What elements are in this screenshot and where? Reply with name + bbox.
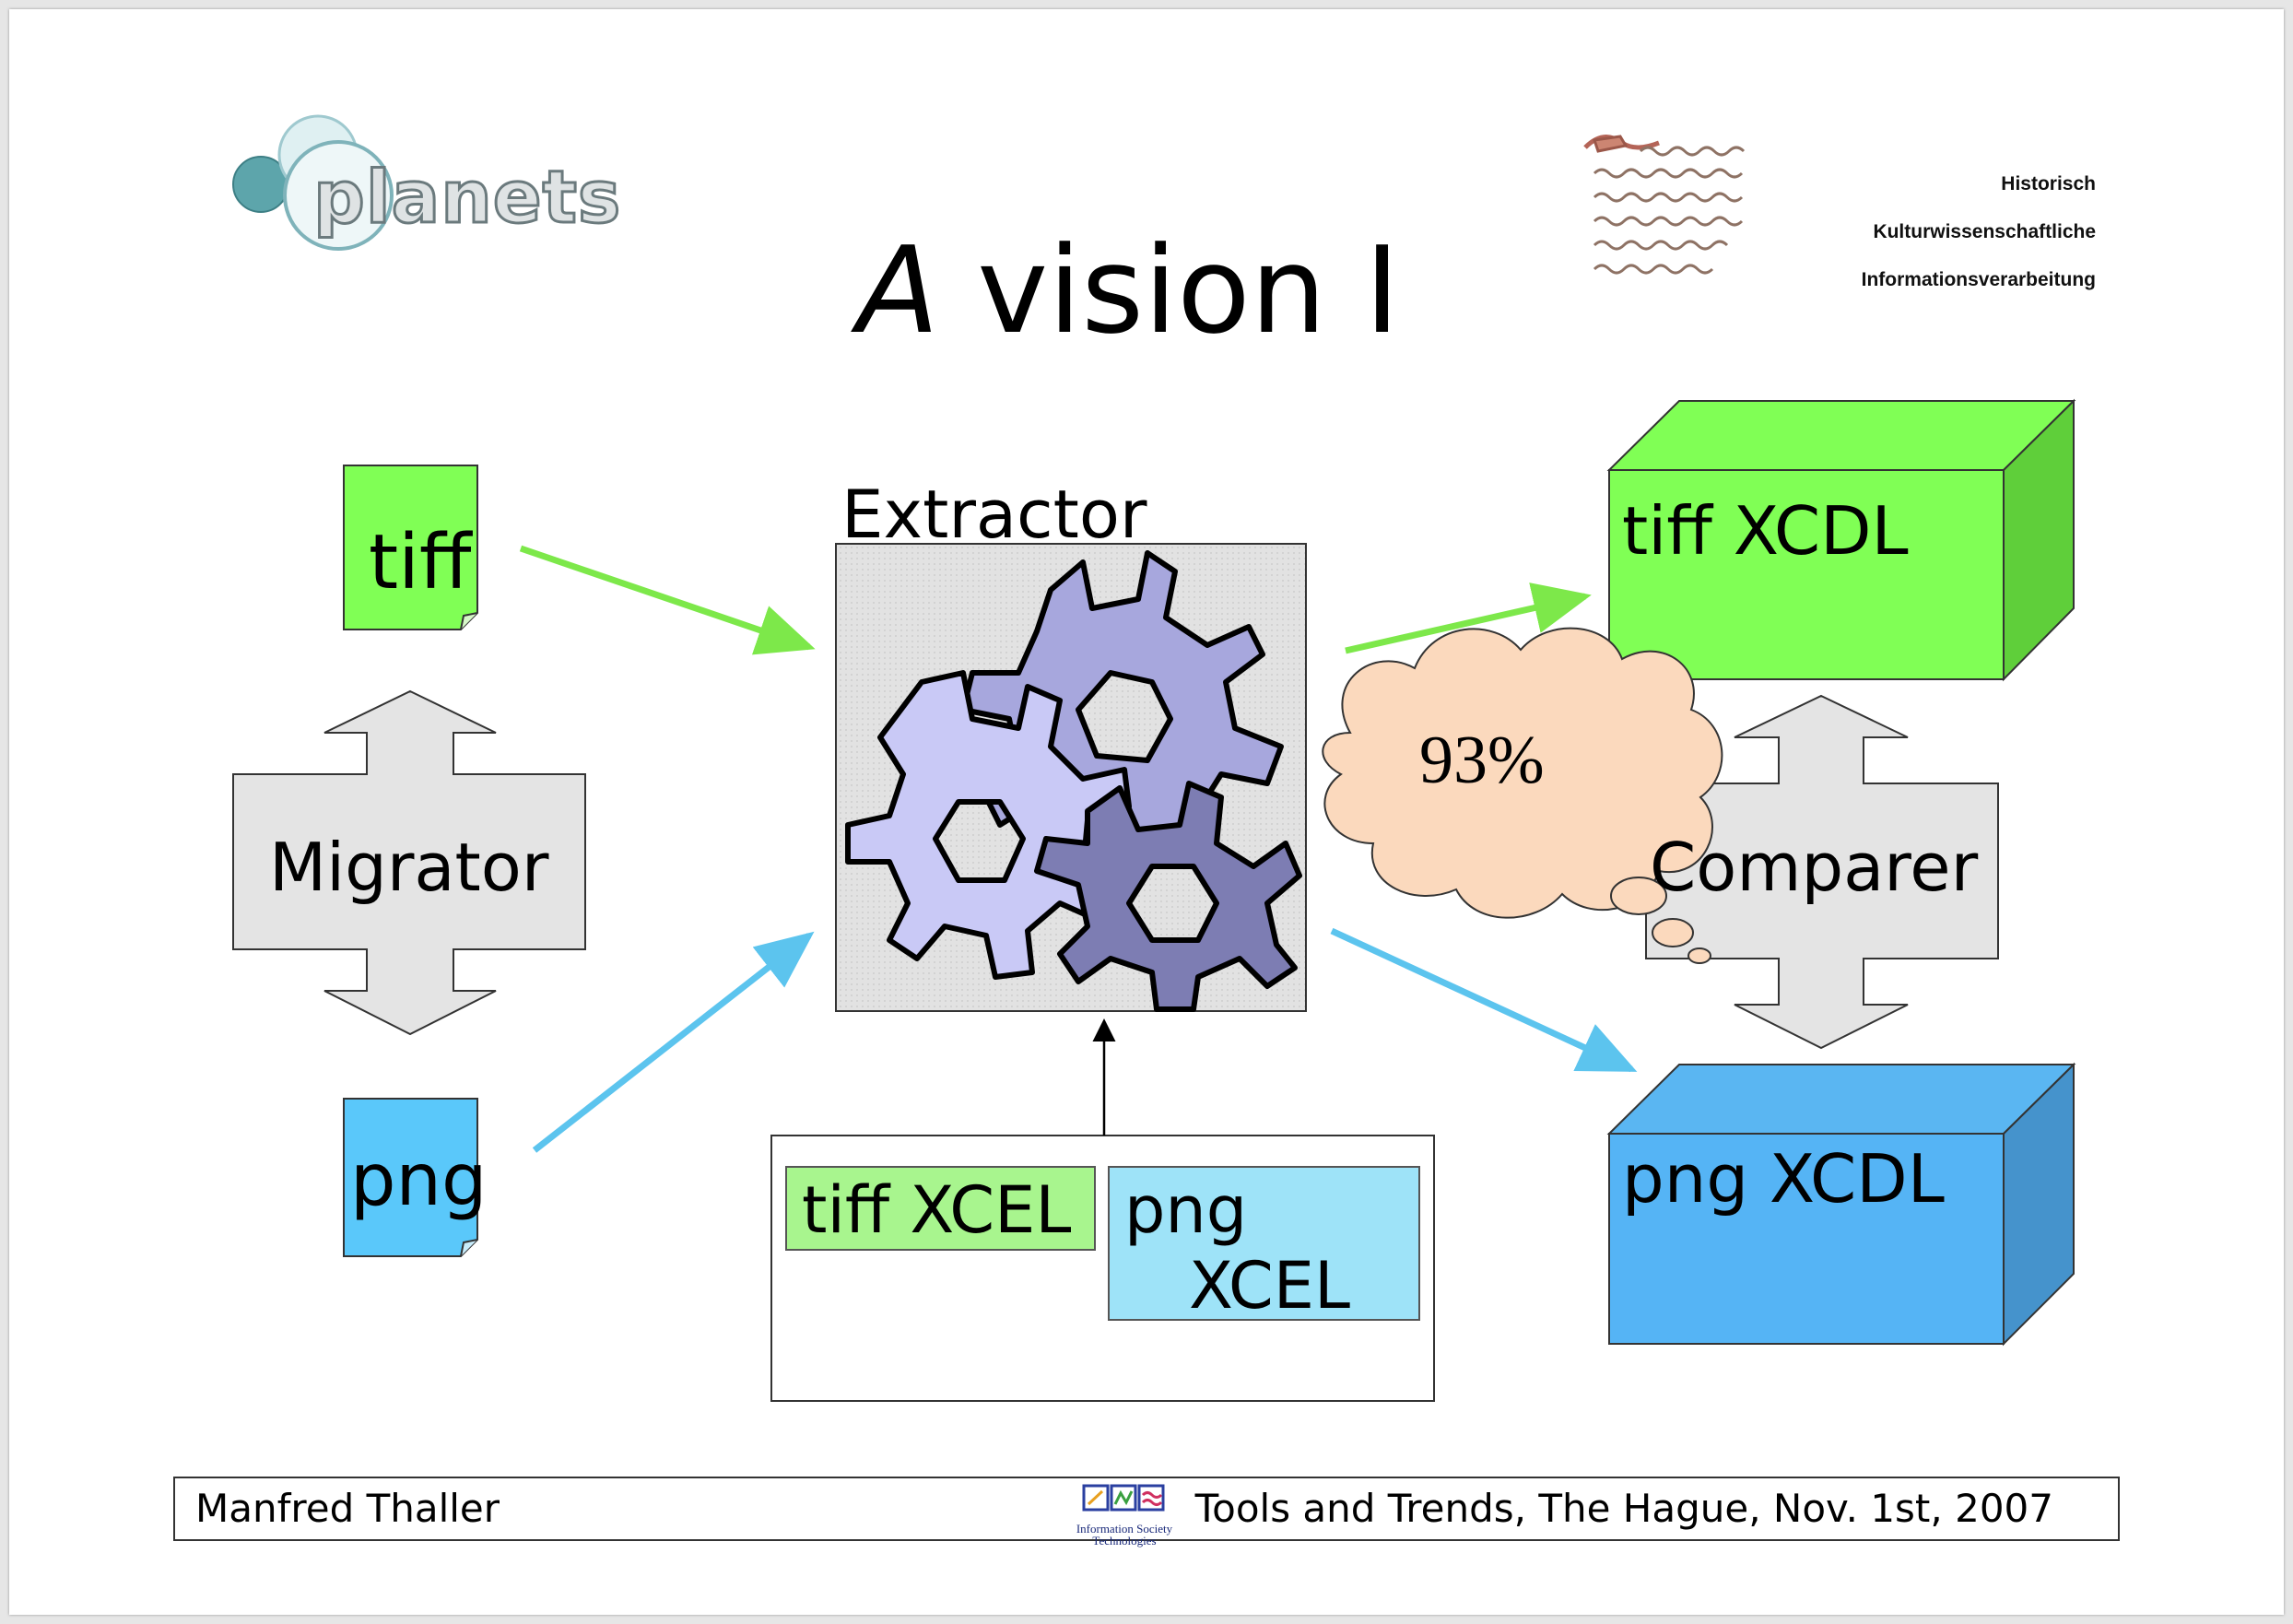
slide-title: A vision I (857, 230, 1400, 350)
tiff-document-icon (343, 465, 478, 630)
png-document-icon (343, 1098, 478, 1257)
ist-logo: Information Society Technologies (1069, 1482, 1180, 1547)
png-xcel-label-line2: XCEL (1189, 1248, 1350, 1324)
comparer-label: Comparer (1650, 829, 1979, 906)
institute-line-2: Kulturwissenschaftliche (1873, 221, 2096, 242)
diagram-canvas (232, 398, 2076, 1402)
planets-logo (232, 114, 394, 251)
slide: planets Historisch Kulturwissenschaftlic… (9, 9, 2284, 1615)
institute-line-1: Historisch (2001, 173, 2096, 194)
arrow-tiff-to-extractor (519, 545, 816, 655)
cloud-value: 93% (1419, 723, 1545, 798)
png-xcel-box (1108, 1166, 1420, 1321)
planets-logo-text: planets (312, 156, 622, 241)
institute-line-3: Informationsverarbeitung (1861, 269, 2096, 290)
extractor-label: Extractor (841, 476, 1147, 553)
footer-event: Tools and Trends, The Hague, Nov. 1st, 2… (1194, 1486, 2053, 1531)
migrator-label: Migrator (269, 829, 549, 906)
ist-logo-icon (1082, 1484, 1165, 1512)
arrow-png-to-extractor (532, 931, 815, 1153)
arrow-extractor-to-tiff-xcdl (1345, 583, 1592, 654)
footer-bar: Manfred Thaller Information Society Tech… (173, 1477, 2120, 1547)
tiff-xcdl-box (1606, 398, 2076, 682)
png-xcdl-box (1606, 1062, 2076, 1347)
title-rest: vision I (938, 220, 1400, 360)
title-italic-a: A (857, 220, 939, 360)
tiff-document-label: tiff (369, 519, 472, 606)
tiff-xcel-label: tiff XCEL (802, 1172, 1072, 1248)
png-xcdl-label: png XCDL (1622, 1140, 1945, 1218)
tiff-xcel-box (785, 1166, 1096, 1251)
migrator-double-arrow (232, 689, 586, 1036)
ist-caption: Information Society Technologies (1076, 1522, 1173, 1548)
gears-icon (845, 550, 1302, 1012)
tiff-xcdl-label: tiff XCDL (1622, 492, 1909, 570)
png-xcel-label-line1: png (1124, 1172, 1248, 1248)
png-document-label: png (350, 1139, 488, 1222)
footer-author: Manfred Thaller (195, 1486, 500, 1531)
arrow-extractor-to-png-xcdl (1330, 927, 1638, 1073)
comparer-double-arrow (1645, 694, 1999, 1050)
manuscript-image (1583, 135, 1746, 275)
thought-cloud (1322, 627, 1723, 964)
